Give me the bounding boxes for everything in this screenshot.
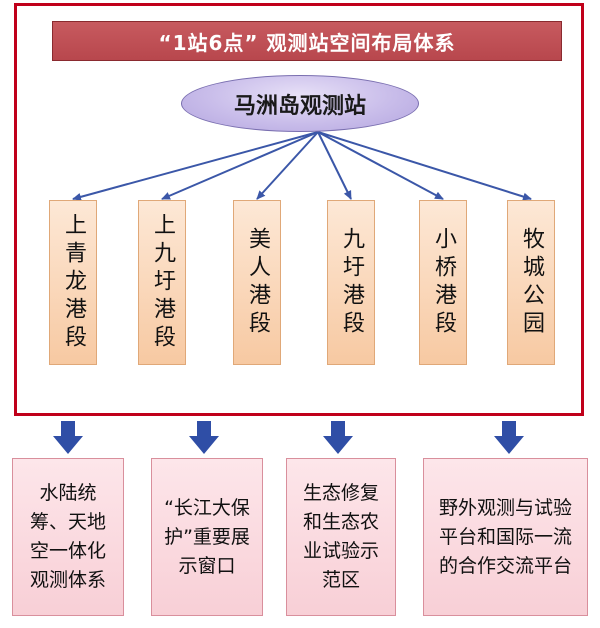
site-node-2-label: 上九圩港段 xyxy=(150,212,175,353)
site-node-6-label: 牧城公园 xyxy=(519,226,544,339)
outcome-box-1: 水陆统筹、天地空一体化观测体系 xyxy=(12,458,124,616)
down-arrow-icon xyxy=(53,421,83,454)
site-node-1-label: 上青龙港段 xyxy=(61,212,86,353)
down-arrow-icon xyxy=(494,421,524,454)
outcome-box-3: 生态修复和生态农业试验示范区 xyxy=(286,458,396,616)
site-node-3-label: 美人港段 xyxy=(245,226,270,339)
site-node-6: 牧城公园 xyxy=(507,200,555,365)
outcome-box-4-text: 野外观测与试验平台和国际一流的合作交流平台 xyxy=(438,496,572,577)
outcome-box-2-text: “长江大保护”重要展示窗口 xyxy=(164,496,250,577)
down-arrow-icon xyxy=(189,421,219,454)
site-node-5: 小桥港段 xyxy=(419,200,467,365)
down-arrow-icon xyxy=(323,421,353,454)
hub-station-label: 马洲岛观测站 xyxy=(233,93,366,119)
outcome-box-4: 野外观测与试验平台和国际一流的合作交流平台 xyxy=(423,458,588,616)
outcome-box-1-text: 水陆统筹、天地空一体化观测体系 xyxy=(29,482,106,591)
site-node-5-label: 小桥港段 xyxy=(431,226,456,339)
site-node-4-label: 九圩港段 xyxy=(339,226,364,339)
diagram-title: “1站6点” 观测站空间布局体系 xyxy=(52,21,562,61)
site-node-2: 上九圩港段 xyxy=(138,200,186,365)
outcome-box-2: “长江大保护”重要展示窗口 xyxy=(151,458,263,616)
outcome-box-3-text: 生态修复和生态农业试验示范区 xyxy=(302,482,379,591)
site-node-4: 九圩港段 xyxy=(327,200,375,365)
layout-frame xyxy=(14,3,584,416)
diagram-title-text: “1站6点” 观测站空间布局体系 xyxy=(158,30,456,55)
site-node-3: 美人港段 xyxy=(233,200,281,365)
hub-station: 马洲岛观测站 xyxy=(181,75,419,132)
site-node-1: 上青龙港段 xyxy=(49,200,97,365)
